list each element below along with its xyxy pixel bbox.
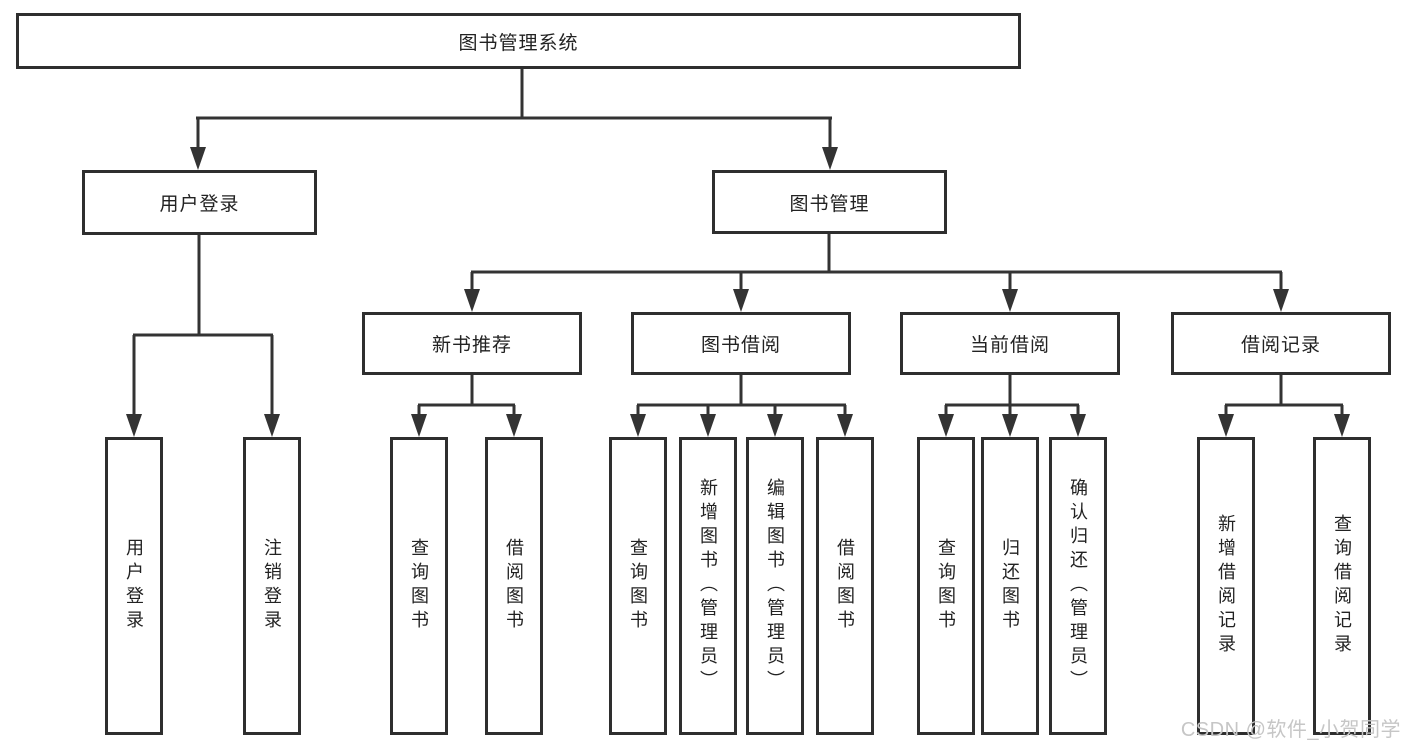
leaf-records-add-record: 新增借阅记录 [1197, 437, 1255, 735]
arrow-down-icon [630, 414, 646, 437]
node-user-login: 用户登录 [82, 170, 317, 235]
leaf-label: 查询借阅记录 [1332, 514, 1352, 658]
arrow-down-icon [700, 414, 716, 437]
node-book-mgmt: 图书管理 [712, 170, 947, 234]
node-user-login-label: 用户登录 [159, 194, 240, 215]
leaf-borrowing-borrow-books: 借阅图书 [816, 437, 874, 735]
arrow-down-icon [837, 414, 853, 437]
leaf-label: 编辑图书（管理员） [765, 478, 785, 694]
node-new-books-label: 新书推荐 [431, 335, 512, 356]
leaf-newbooks-query-books: 查询图书 [390, 437, 448, 735]
leaf-label: 查询图书 [936, 538, 956, 634]
leaf-current-return-books: 归还图书 [981, 437, 1039, 735]
leaf-label: 查询图书 [628, 538, 648, 634]
node-new-books: 新书推荐 [362, 312, 582, 375]
leaf-label: 查询图书 [409, 538, 429, 634]
edge-newbooks-to-leaves [417, 375, 516, 416]
arrow-down-icon [264, 414, 280, 437]
arrow-down-icon [506, 414, 522, 437]
node-current-borrowing-label: 当前借阅 [969, 335, 1050, 356]
edge-root-to-level2 [196, 68, 832, 150]
node-borrowing-records-label: 借阅记录 [1240, 335, 1321, 356]
leaf-label: 新增图书（管理员） [698, 478, 718, 694]
arrow-down-icon [1273, 289, 1289, 312]
leaf-records-query-record: 查询借阅记录 [1313, 437, 1371, 735]
leaf-label: 注销登录 [262, 538, 282, 634]
node-borrowing-records: 借阅记录 [1171, 312, 1391, 375]
edge-borrowing-to-leaves [636, 375, 847, 416]
arrow-down-icon [822, 147, 838, 170]
edge-login-to-leaves [132, 234, 274, 416]
leaf-label: 借阅图书 [504, 538, 524, 634]
leaf-user-login: 用户登录 [105, 437, 163, 735]
edge-current-to-leaves [944, 375, 1080, 416]
leaf-borrowing-add-books-admin: 新增图书（管理员） [679, 437, 737, 735]
leaf-label: 归还图书 [1000, 538, 1020, 634]
arrow-down-icon [1334, 414, 1350, 437]
arrow-down-icon [1002, 289, 1018, 312]
leaf-borrowing-edit-books-admin: 编辑图书（管理员） [746, 437, 804, 735]
edge-mgmt-to-level3 [470, 233, 1283, 291]
arrow-down-icon [1218, 414, 1234, 437]
node-book-borrowing-label: 图书借阅 [700, 335, 781, 356]
leaf-label: 确认归还（管理员） [1068, 478, 1088, 694]
arrow-down-icon [190, 147, 206, 170]
arrow-down-icon [126, 414, 142, 437]
leaf-borrowing-query-books: 查询图书 [609, 437, 667, 735]
leaf-logout: 注销登录 [243, 437, 301, 735]
csdn-watermark: CSDN @软件_小贺同学 [1180, 719, 1401, 741]
arrow-down-icon [1002, 414, 1018, 437]
leaf-label: 借阅图书 [835, 538, 855, 634]
leaf-current-confirm-return-admin: 确认归还（管理员） [1049, 437, 1107, 735]
arrow-down-icon [411, 414, 427, 437]
leaf-label: 用户登录 [124, 538, 144, 634]
node-book-borrowing: 图书借阅 [631, 312, 851, 375]
arrow-down-icon [733, 289, 749, 312]
node-root-label: 图书管理系统 [458, 32, 579, 54]
node-book-mgmt-label: 图书管理 [789, 193, 870, 215]
arrow-down-icon [464, 289, 480, 312]
arrow-down-icon [767, 414, 783, 437]
leaf-current-query-books: 查询图书 [917, 437, 975, 735]
node-root: 图书管理系统 [16, 13, 1021, 69]
edge-records-to-leaves [1224, 375, 1344, 416]
leaf-label: 新增借阅记录 [1216, 514, 1236, 658]
node-current-borrowing: 当前借阅 [900, 312, 1120, 375]
arrow-down-icon [1070, 414, 1086, 437]
leaf-newbooks-borrow-books: 借阅图书 [485, 437, 543, 735]
arrow-down-icon [938, 414, 954, 437]
